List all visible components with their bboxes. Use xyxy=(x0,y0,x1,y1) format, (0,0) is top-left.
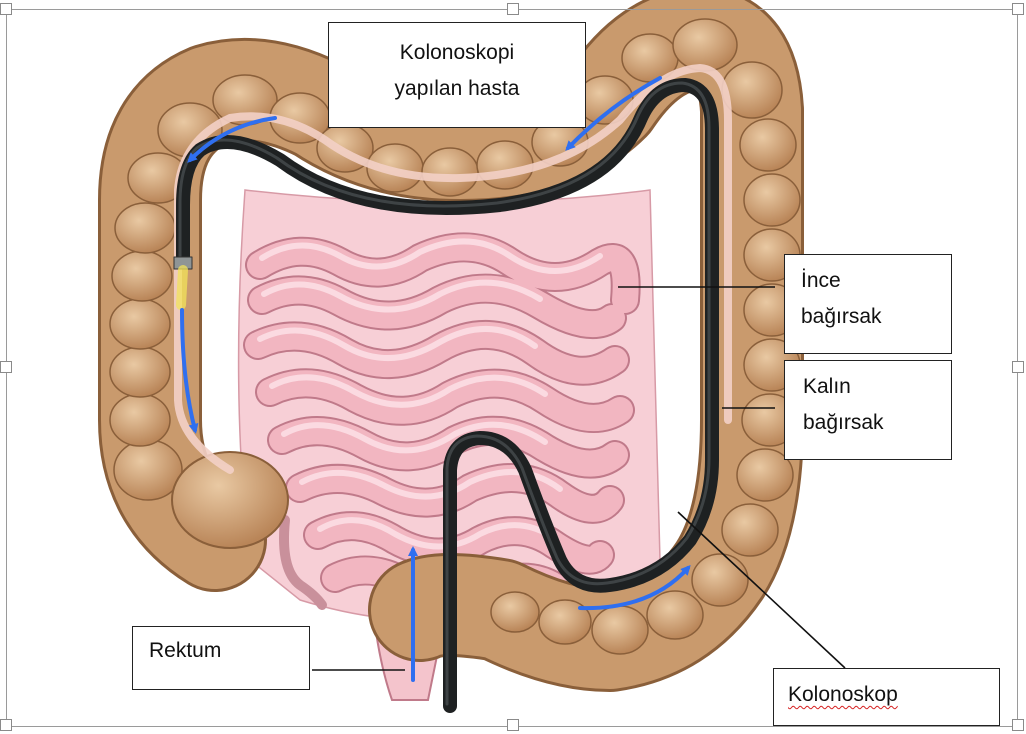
label-large-intestine-line2: bağırsak xyxy=(803,411,884,434)
label-large-intestine-line1: Kalın xyxy=(803,375,851,398)
label-large-intestine[interactable]: Kalın bağırsak xyxy=(784,360,952,460)
label-small-intestine-line2: bağırsak xyxy=(801,305,882,328)
leader-lines xyxy=(312,286,846,671)
colonoscope-light xyxy=(176,265,188,310)
selection-handle-icon[interactable] xyxy=(1012,719,1024,731)
colonoscope xyxy=(173,78,719,713)
label-colonoscope-text: Kolonoskop xyxy=(788,683,898,706)
cecum xyxy=(171,451,289,549)
label-small-intestine-line1: İnce xyxy=(801,269,841,292)
label-patient-line2: yapılan hasta xyxy=(394,77,520,100)
label-rectum[interactable]: Rektum xyxy=(132,626,310,690)
label-patient[interactable]: Kolonoskopi yapılan hasta xyxy=(328,22,586,128)
selection-handle-icon[interactable] xyxy=(0,3,12,15)
selection-handle-icon[interactable] xyxy=(1012,361,1024,373)
label-patient-line1: Kolonoskopi xyxy=(399,41,515,64)
selection-handle-icon[interactable] xyxy=(507,3,519,15)
direction-arrow-icon xyxy=(187,116,277,163)
selection-handle-icon[interactable] xyxy=(507,719,519,731)
appendix xyxy=(279,515,327,610)
direction-arrow-icon xyxy=(565,76,662,151)
small-intestine-loops xyxy=(243,232,641,610)
direction-arrow-icon xyxy=(180,308,199,434)
selection-handle-icon[interactable] xyxy=(1012,3,1024,15)
selection-handle-icon[interactable] xyxy=(0,719,12,731)
label-small-intestine[interactable]: İnce bağırsak xyxy=(784,254,952,354)
direction-arrows xyxy=(180,76,691,682)
label-rectum-text: Rektum xyxy=(149,639,222,662)
label-colonoscope[interactable]: Kolonoskop xyxy=(773,668,1000,726)
selection-handle-icon[interactable] xyxy=(0,361,12,373)
direction-arrow-icon xyxy=(578,565,691,611)
